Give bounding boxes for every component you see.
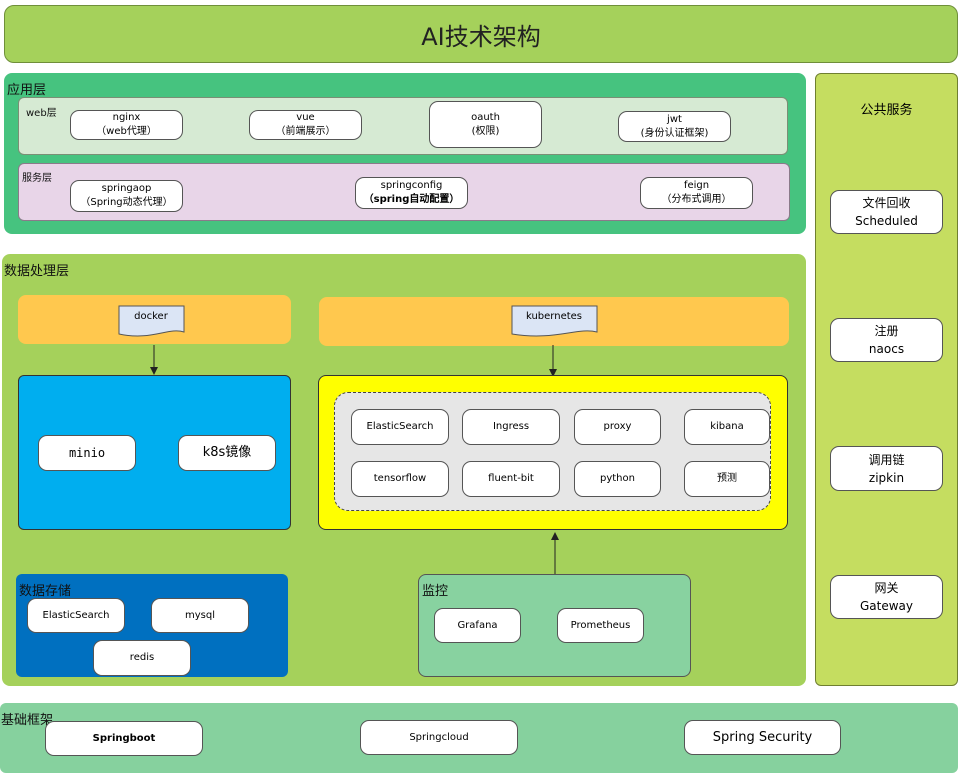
- node-line2: naocs: [868, 342, 905, 356]
- node-name: k8s镜像: [202, 445, 252, 460]
- node-desc: （Spring动态代理）: [80, 197, 173, 208]
- public-node-gateway: 网关 Gateway: [830, 575, 943, 619]
- node-name: tensorflow: [373, 473, 427, 484]
- monitor-node-grafana: Grafana: [434, 608, 521, 643]
- web-node-vue: vue （前端展示）: [249, 110, 362, 140]
- node-line1: 调用链: [868, 452, 905, 467]
- node-name: Springcloud: [409, 731, 469, 743]
- base-node-springcloud: Springcloud: [360, 720, 518, 755]
- node-name: kibana: [710, 421, 744, 432]
- public-node-naocs: 注册 naocs: [830, 318, 943, 362]
- k8s-node-fluent-bit: fluent-bit: [462, 461, 560, 497]
- node-desc: （分布式调用）: [661, 194, 732, 205]
- storage-node-redis: redis: [93, 640, 191, 676]
- node-line1: 文件回收: [862, 196, 911, 210]
- node-name: proxy: [603, 421, 632, 432]
- node-name: python: [600, 473, 635, 484]
- web-layer-label: web层: [26, 108, 57, 119]
- docker-node-minio: minio: [38, 435, 136, 471]
- diagram-title-text: AI技术架构: [421, 22, 541, 51]
- node-name: Ingress: [492, 421, 530, 432]
- kubernetes-label: kubernetes: [525, 311, 583, 322]
- monitoring-label: 监控: [422, 584, 449, 599]
- node-desc: （前端展示）: [275, 126, 336, 137]
- app-layer-label: 应用层: [7, 83, 47, 98]
- data-layer-label: 数据处理层: [4, 264, 70, 279]
- node-name: minio: [68, 446, 106, 460]
- public-services-label: 公共服务: [860, 103, 913, 118]
- service-node-springconfig: springconfig （spring自动配置）: [355, 177, 468, 209]
- node-line2: Gateway: [859, 599, 913, 613]
- k8s-node-prediction: 预测: [684, 461, 770, 497]
- k8s-node-proxy: proxy: [574, 409, 661, 445]
- node-line2: zipkin: [868, 470, 905, 485]
- node-name: oauth: [471, 111, 500, 123]
- node-desc: (身份认证框架): [640, 127, 709, 139]
- service-node-feign: feign （分布式调用）: [640, 177, 753, 209]
- base-node-springboot: Springboot: [45, 721, 203, 756]
- node-name: ElasticSearch: [366, 421, 434, 432]
- web-node-nginx: nginx （web代理）: [70, 110, 183, 140]
- k8s-node-tensorflow: tensorflow: [351, 461, 449, 497]
- service-layer-label: 服务层: [22, 173, 52, 184]
- k8s-node-python: python: [574, 461, 661, 497]
- node-desc: （web代理）: [96, 126, 157, 137]
- k8s-node-kibana: kibana: [684, 409, 770, 445]
- monitor-node-prometheus: Prometheus: [557, 608, 644, 643]
- node-name: nginx: [112, 112, 141, 123]
- node-name: Prometheus: [570, 619, 631, 631]
- docker-node-k8s-image: k8s镜像: [178, 435, 276, 471]
- public-node-scheduled: 文件回收 Scheduled: [830, 190, 943, 234]
- node-desc: (权限): [471, 125, 500, 137]
- node-name: vue: [296, 112, 315, 123]
- k8s-node-elasticsearch: ElasticSearch: [351, 409, 449, 445]
- web-node-jwt: jwt (身份认证框架): [618, 111, 731, 142]
- storage-node-mysql: mysql: [151, 598, 249, 633]
- public-node-zipkin: 调用链 zipkin: [830, 446, 943, 491]
- data-storage-label: 数据存储: [19, 584, 72, 599]
- kubernetes-document-shape: [511, 305, 598, 337]
- node-name: springconfig: [380, 180, 443, 191]
- node-name: springaop: [101, 183, 152, 194]
- docker-document-shape: [118, 305, 185, 337]
- base-framework-label: 基础框架: [1, 713, 54, 728]
- node-line1: 网关: [874, 581, 899, 595]
- web-node-oauth: oauth (权限): [429, 101, 542, 148]
- k8s-node-ingress: Ingress: [462, 409, 560, 445]
- storage-node-elasticsearch: ElasticSearch: [27, 598, 125, 633]
- node-name: mysql: [185, 609, 215, 621]
- node-name: jwt: [667, 113, 682, 125]
- node-name: feign: [683, 180, 710, 191]
- node-name: 预测: [717, 473, 737, 484]
- node-line2: Scheduled: [855, 214, 918, 228]
- node-name: redis: [129, 652, 155, 663]
- service-node-springaop: springaop （Spring动态代理）: [70, 180, 183, 212]
- node-line1: 注册: [874, 324, 899, 338]
- node-name: Grafana: [457, 619, 498, 631]
- node-name: ElasticSearch: [42, 609, 110, 621]
- diagram-title: AI技术架构: [4, 5, 958, 63]
- node-desc: （spring自动配置）: [363, 194, 460, 205]
- base-node-spring-security: Spring Security: [684, 720, 841, 755]
- node-name: fluent-bit: [488, 473, 534, 484]
- node-name: Spring Security: [712, 729, 813, 745]
- docker-label: docker: [134, 311, 168, 322]
- node-name: Springboot: [92, 732, 156, 744]
